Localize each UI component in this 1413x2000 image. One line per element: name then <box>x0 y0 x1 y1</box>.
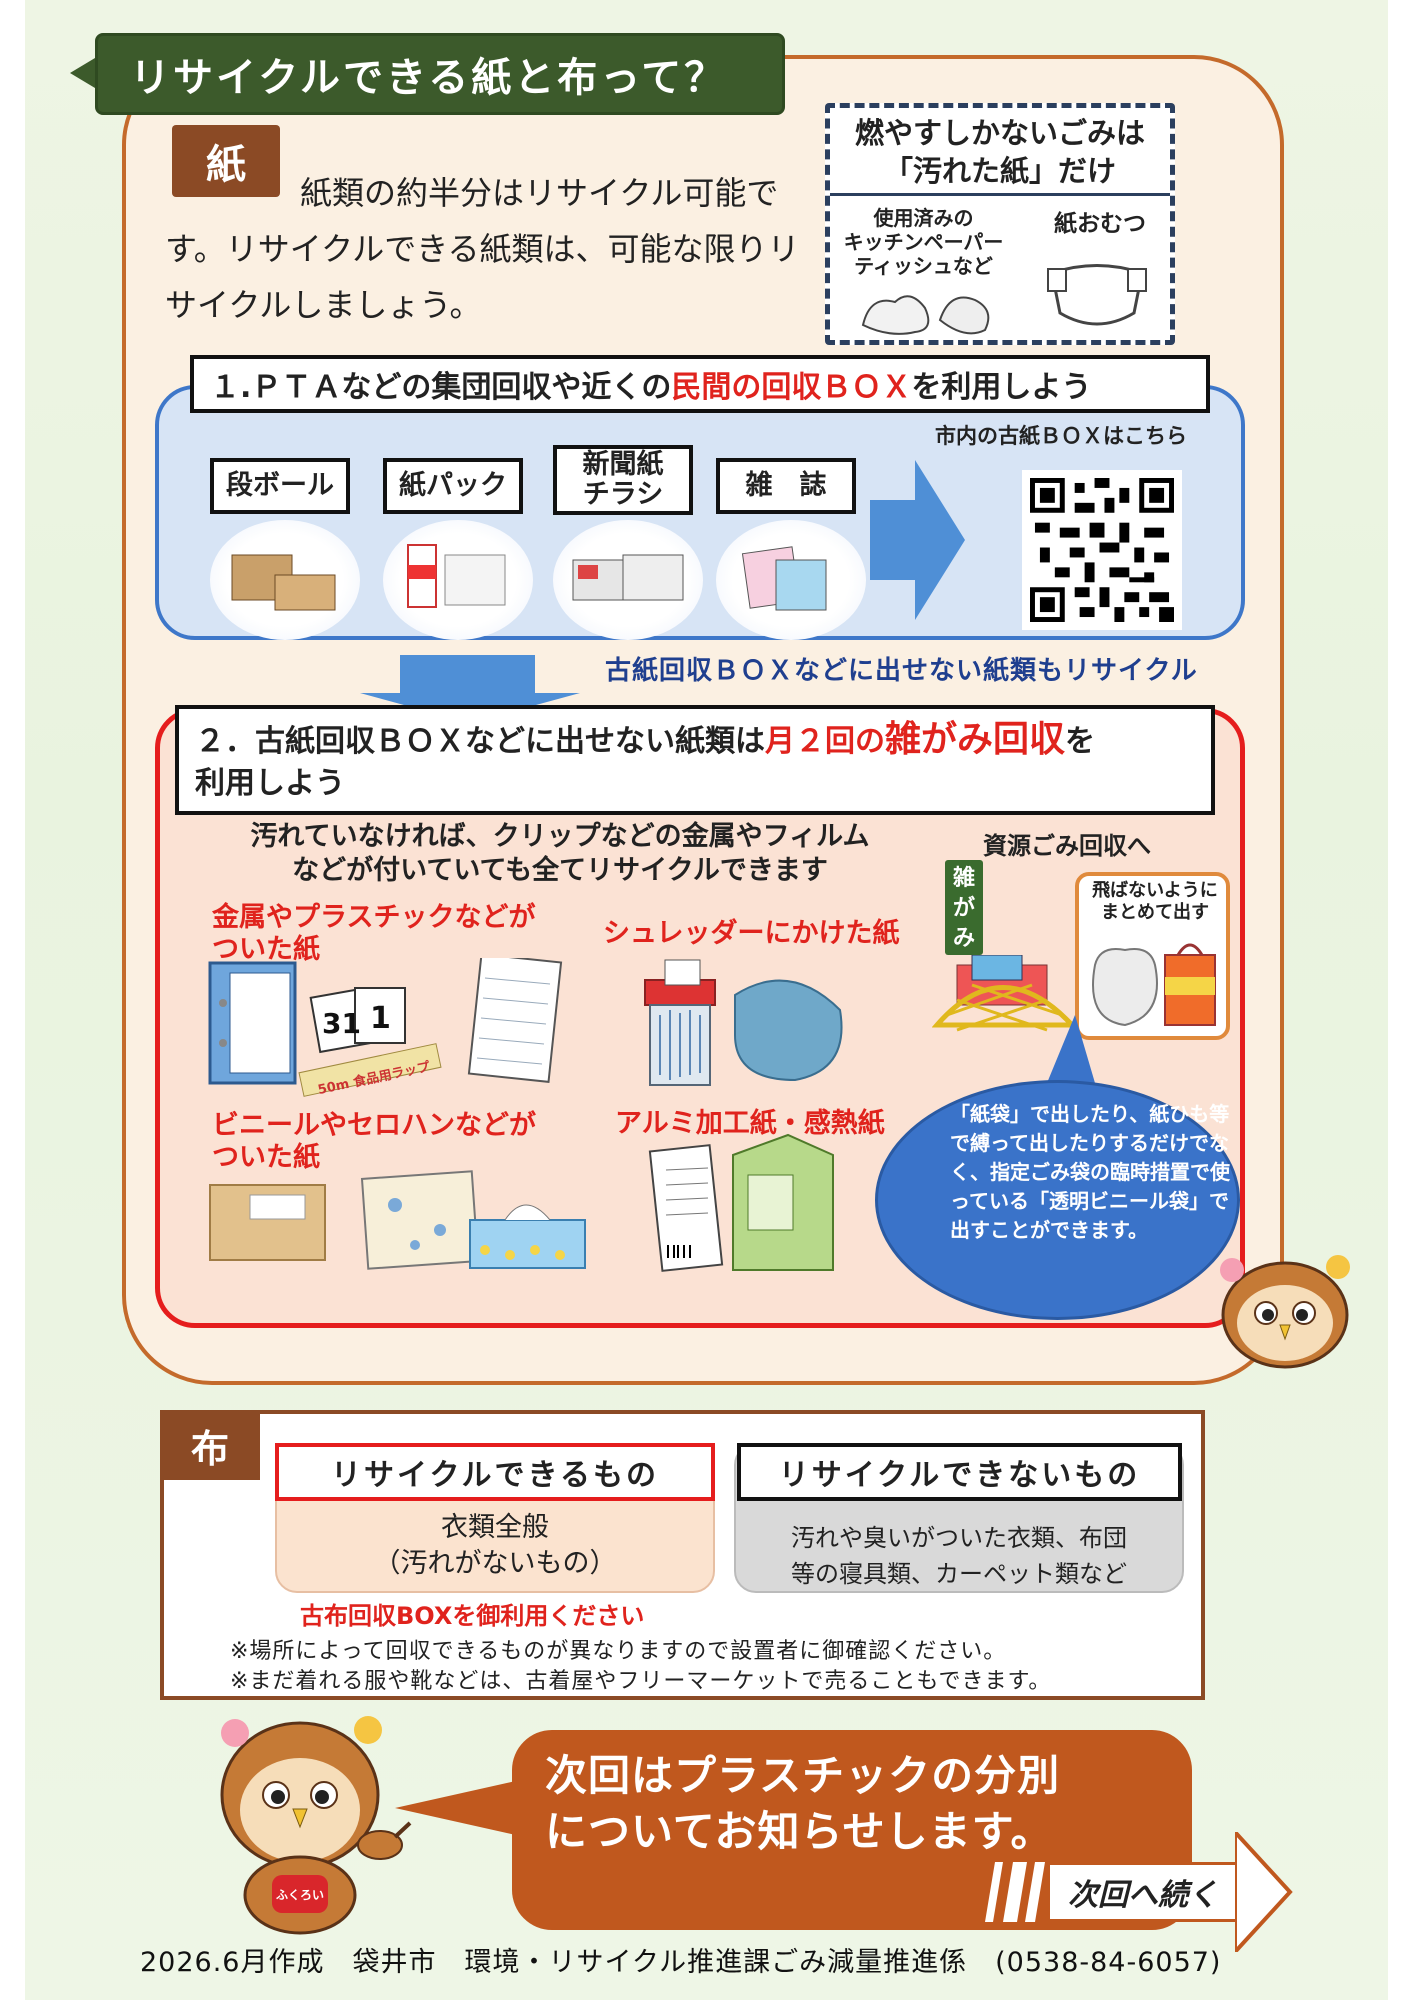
next-announcement-text: 次回はプラスチックの分別についてお知らせします。 <box>545 1751 1061 1856</box>
cloth-note-1: ※場所によって回収できるものが異なりますので設置者に御確認ください。 <box>230 1639 1007 1664</box>
dirty-paper-title: 燃やすしかないごみは 「汚れた紙」だけ <box>830 108 1170 196</box>
envelope-tissue-illustration <box>209 1170 586 1270</box>
category-metal-plastic: 金属やプラスチックなどがついた紙 <box>212 902 536 965</box>
qr-code[interactable] <box>1022 470 1182 630</box>
svg-text:ふくろい: ふくろい <box>276 1888 324 1902</box>
nonrecyclable-cloth-heading: リサイクルできないもの <box>737 1443 1182 1501</box>
magazine-illustration <box>716 520 866 640</box>
arrow-right-icon <box>870 460 965 620</box>
nonrecyclable-cloth-body: 汚れや臭いがついた衣類、布団等の寝具類、カーペット類など <box>791 1524 1127 1588</box>
page-title: リサイクルできる紙と布って？ <box>95 33 785 115</box>
tissue-icon <box>861 295 990 335</box>
label-cardboard: 段ボール <box>210 458 350 514</box>
footer: 2026.6月作成 袋井市 環境・リサイクル推進課ごみ減量推進係 (0538-8… <box>140 1947 1222 1978</box>
paper-badge: 紙 <box>172 125 280 197</box>
paper-intro: 紙類の約半分はリサイクル可能です。リサイクルできる紙類は、可能な限りリサイクルし… <box>165 174 800 324</box>
shredder-illustration <box>644 959 843 1086</box>
cardboard-illustration <box>210 520 360 640</box>
svg-text:31: 31 <box>322 1007 361 1040</box>
cloth-note-2: ※まだ着れる服や靴などは、古着屋やフリーマーケットで売ることもできます。 <box>230 1669 1052 1694</box>
bags-illustration <box>1092 943 1216 1027</box>
milk-carton-illustration <box>383 520 533 640</box>
down-arrow-stem <box>400 655 535 695</box>
svg-text:1: 1 <box>370 1001 391 1036</box>
category-shredded: シュレッダーにかけた紙 <box>603 918 900 949</box>
resource-collection-label: 資源ごみ回収へ <box>983 832 1151 860</box>
dirty-item-tissue: 使用済みの キッチンペーパー ティッシュなど <box>843 206 1004 278</box>
label-magazine: 雑 誌 <box>716 458 856 514</box>
owl-mascot-right <box>1220 1255 1350 1369</box>
cloth-badge: 布 <box>160 1410 260 1480</box>
step2-heading: ２．古紙回収ＢＯＸなどに出せない紙類は月２回の雑がみ回収を 利用しよう <box>175 705 1215 815</box>
receipt-carton-illustration <box>648 1133 834 1272</box>
blue-note: 古紙回収ＢＯＸなどに出せない紙類もリサイクル <box>605 656 1198 686</box>
continue-label: 次回へ続く <box>1050 1862 1240 1922</box>
cloth-box-note: 古布回収BOXを御利用ください <box>300 1602 645 1630</box>
continue-arrow-icon <box>1235 1832 1293 1952</box>
qr-caption: 市内の古紙ＢＯＸはこちら <box>935 424 1187 448</box>
category-vinyl-cellophane: ビニールやセロハンなどがついた紙 <box>212 1110 536 1173</box>
diaper-icon <box>1047 264 1147 326</box>
paper-net-pile-illustration <box>932 955 1077 1032</box>
newspaper-illustration <box>553 520 703 640</box>
next-bubble-tail <box>395 1780 520 1836</box>
recyclable-cloth-body: 衣類全般（汚れがないもの） <box>373 1512 617 1579</box>
label-milk-carton: 紙パック <box>383 458 523 514</box>
recyclable-cloth-heading: リサイクルできるもの <box>275 1443 715 1501</box>
owl-mascot-left: ふくろい <box>220 1716 412 1935</box>
bundled-bag-caption: 飛ばないように まとめて出す <box>1092 880 1218 923</box>
label-newspaper: 新聞紙チラシ <box>553 445 693 515</box>
step2-note: 汚れていなければ、クリップなどの金属やフィルム などが付いていても全てリサイクル… <box>250 821 870 886</box>
zatsugami-sign: 雑がみ <box>945 860 983 955</box>
stripes-decoration <box>985 1862 1045 1922</box>
speech-bubble <box>875 1080 1240 1320</box>
category-aluminum-thermal: アルミ加工紙・感熱紙 <box>615 1108 885 1139</box>
binder-calendar-illustration: 31 1 50m 食品用ラップ <box>208 958 563 1098</box>
speech-bubble-text: 「紙袋」で出したり、紙ひも等で縛って出したりするだけでなく、指定ごみ袋の臨時措置… <box>950 1102 1230 1242</box>
dirty-paper-box: 燃やすしかないごみは 「汚れた紙」だけ 使用済みの キッチンペーパー ティッシュ… <box>825 103 1175 345</box>
dirty-item-diaper: 紙おむつ <box>1054 211 1146 237</box>
